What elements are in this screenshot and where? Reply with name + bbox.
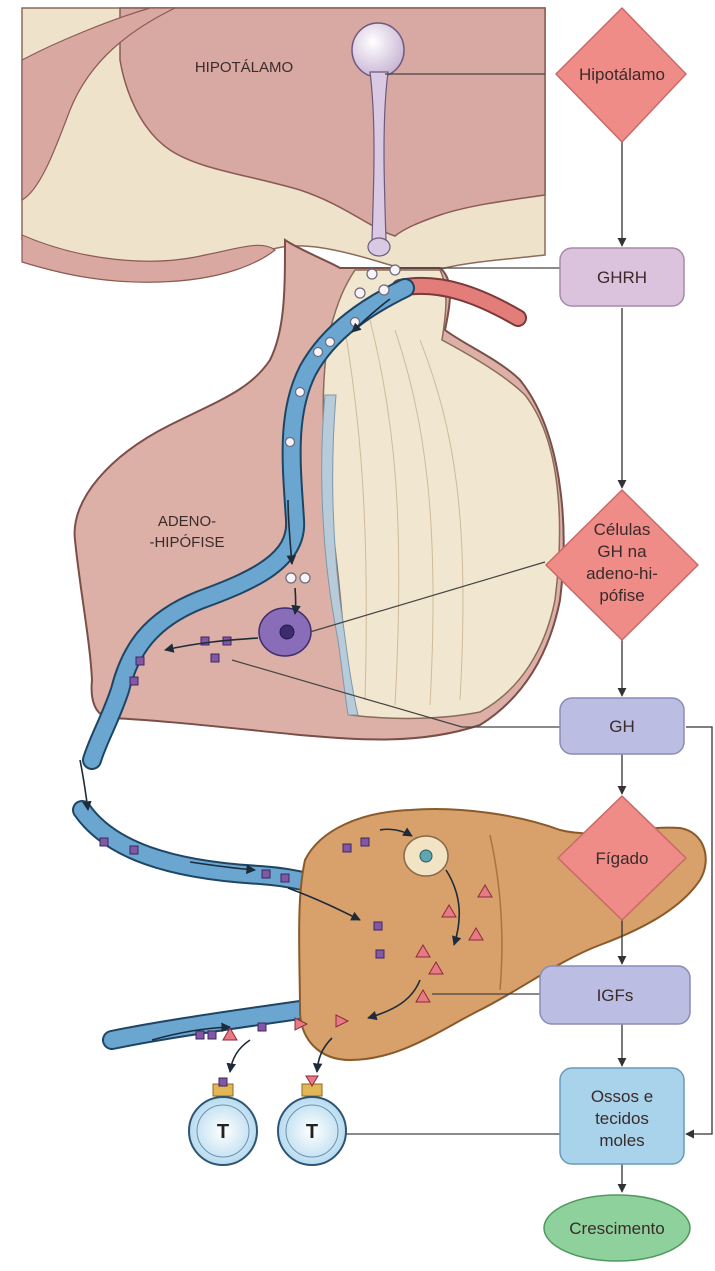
adenohypophysis-label-line1: ADENO- <box>158 513 216 530</box>
node-gh-label: GH <box>609 717 635 736</box>
node-igfs: IGFs <box>540 966 690 1024</box>
neuron-body <box>352 23 404 77</box>
node-liver-label: Fígado <box>596 849 649 868</box>
target-cell-gh-label: T <box>217 1121 229 1143</box>
node-hypothalamus: Hipotálamo <box>556 8 686 142</box>
node-ghrh: GHRH <box>560 248 684 306</box>
liver-cell-nucleus <box>420 850 432 862</box>
somatotroph-nucleus <box>280 625 294 639</box>
node-igfs-label: IGFs <box>597 986 634 1005</box>
node-ghrh-label: GHRH <box>597 268 647 287</box>
target-cell-igf-label: T <box>306 1121 318 1143</box>
node-gh: GH <box>560 698 684 754</box>
neurohypophysis <box>323 270 559 718</box>
node-gh-cells-line3: adeno-hi- <box>586 564 658 583</box>
adenohypophysis-label-line2: -HIPÓFISE <box>149 534 224 551</box>
node-bones-line3: moles <box>599 1131 644 1150</box>
node-bones-line1: Ossos e <box>591 1087 653 1106</box>
node-hypothalamus-label: Hipotálamo <box>579 65 665 84</box>
node-gh-cells: Células GH na adeno-hi- pófise <box>546 490 698 640</box>
node-bones-line2: tecidos <box>595 1109 649 1128</box>
axon-terminal <box>368 238 390 256</box>
node-gh-cells-line1: Células <box>594 520 651 539</box>
node-bones-soft-tissue: Ossos e tecidos moles <box>560 1068 684 1164</box>
hypothalamus-anatomy-label: HIPOTÁLAMO <box>195 59 293 76</box>
node-gh-cells-line2: GH na <box>597 542 647 561</box>
node-growth-label: Crescimento <box>569 1219 664 1238</box>
node-gh-cells-line4: pófise <box>599 586 644 605</box>
node-growth: Crescimento <box>544 1195 690 1261</box>
flowchart: Hipotálamo GHRH Células GH na adeno-hi- … <box>540 8 712 1261</box>
